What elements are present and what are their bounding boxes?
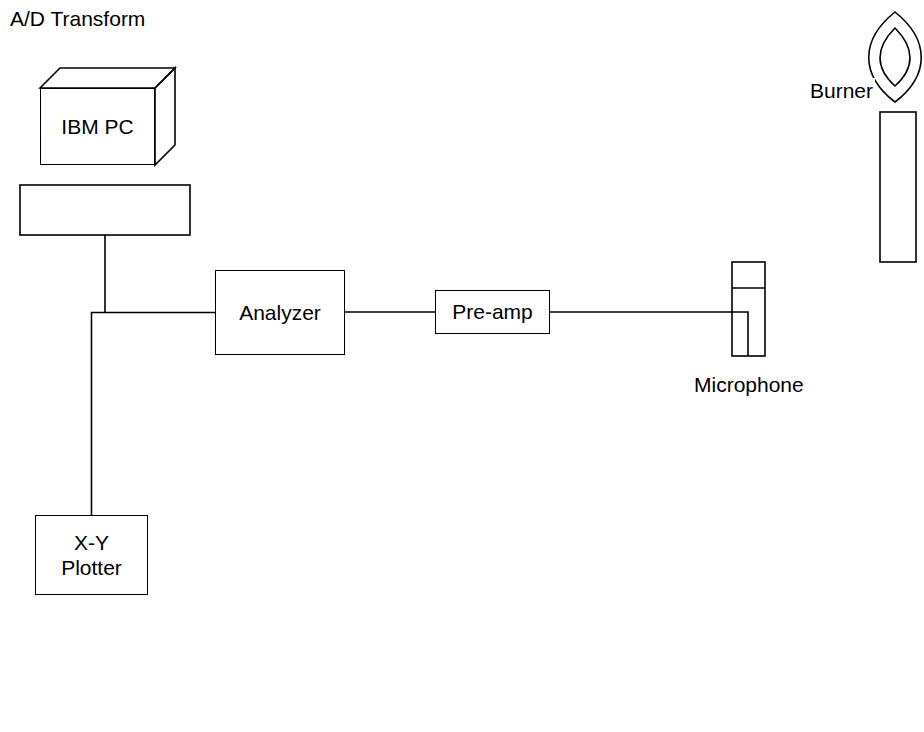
microphone-symbol <box>732 262 765 356</box>
node-text: X-Y Plotter <box>57 530 127 580</box>
bus-wire <box>104 235 106 312</box>
node-text: Analyzer <box>239 300 321 325</box>
microphone-band <box>732 287 765 289</box>
process-box: Analyzer <box>215 270 345 355</box>
burner-tube <box>880 112 916 262</box>
computer-top <box>40 68 175 88</box>
computer-side <box>155 68 175 165</box>
title-label: A/D Transform <box>8 6 147 31</box>
mic-wire <box>550 312 748 356</box>
node-text: Pre-amp <box>452 299 533 324</box>
flame-outer <box>869 12 922 102</box>
process-box: Pre-amp <box>435 290 550 334</box>
ad-converter-box <box>20 185 190 235</box>
flame-inner <box>880 28 910 86</box>
computer-box: IBM PC <box>40 88 155 165</box>
part-label: Microphone <box>692 372 806 397</box>
node-text: IBM PC <box>61 114 133 139</box>
process-box: X-Y Plotter <box>35 515 148 595</box>
connector-wire <box>345 312 435 313</box>
connector-wire <box>92 313 216 516</box>
part-label: Burner <box>808 78 875 103</box>
